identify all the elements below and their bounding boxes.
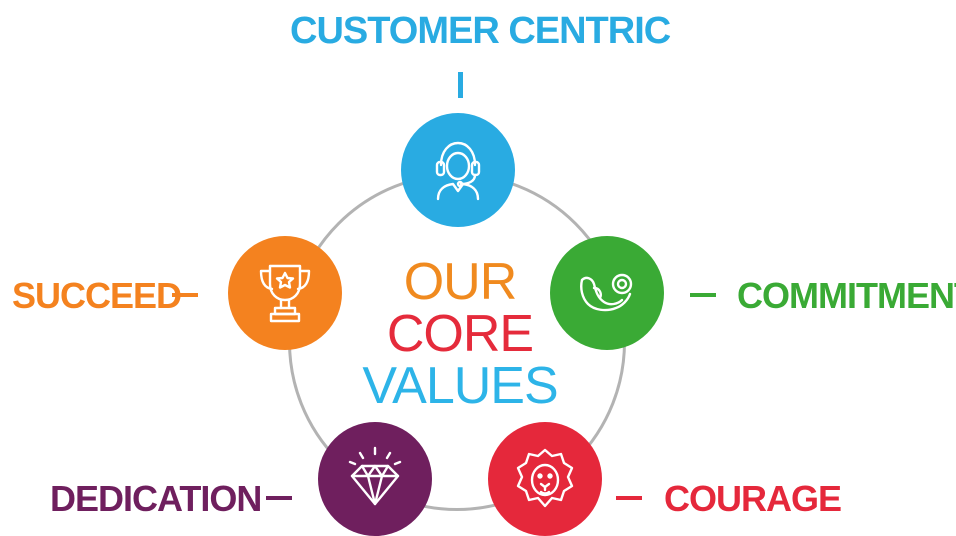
value-node-customer-centric — [401, 113, 515, 227]
value-node-dedication — [318, 422, 432, 536]
value-label-courage: COURAGE — [664, 478, 842, 519]
center-title-line3: VALUES — [362, 357, 558, 415]
value-node-courage — [488, 422, 602, 536]
value-connector-succeed — [172, 293, 198, 297]
value-connector-courage — [616, 496, 642, 500]
value-connector-commitment — [690, 293, 716, 297]
value-node-succeed — [228, 236, 342, 350]
diamond-icon — [348, 446, 402, 506]
value-label-dedication: DEDICATION — [50, 478, 262, 519]
value-connector-customer-centric — [458, 72, 463, 98]
center-title-line1: OUR — [403, 253, 518, 311]
value-label-succeed: SUCCEED — [12, 275, 182, 316]
trophy-star-icon — [259, 264, 311, 323]
value-node-commitment — [550, 236, 664, 350]
headset-agent-icon — [435, 141, 481, 201]
lion-icon — [516, 448, 574, 508]
value-connector-dedication — [266, 496, 292, 500]
center-title: OUR CORE VALUES — [360, 256, 560, 412]
flexed-arm-dumbbell-icon — [580, 273, 633, 312]
value-label-customer-centric: CUSTOMER CENTRIC — [290, 10, 671, 52]
center-title-line2: CORE — [386, 305, 534, 363]
value-label-commitment: COMMITMENT — [737, 275, 956, 316]
